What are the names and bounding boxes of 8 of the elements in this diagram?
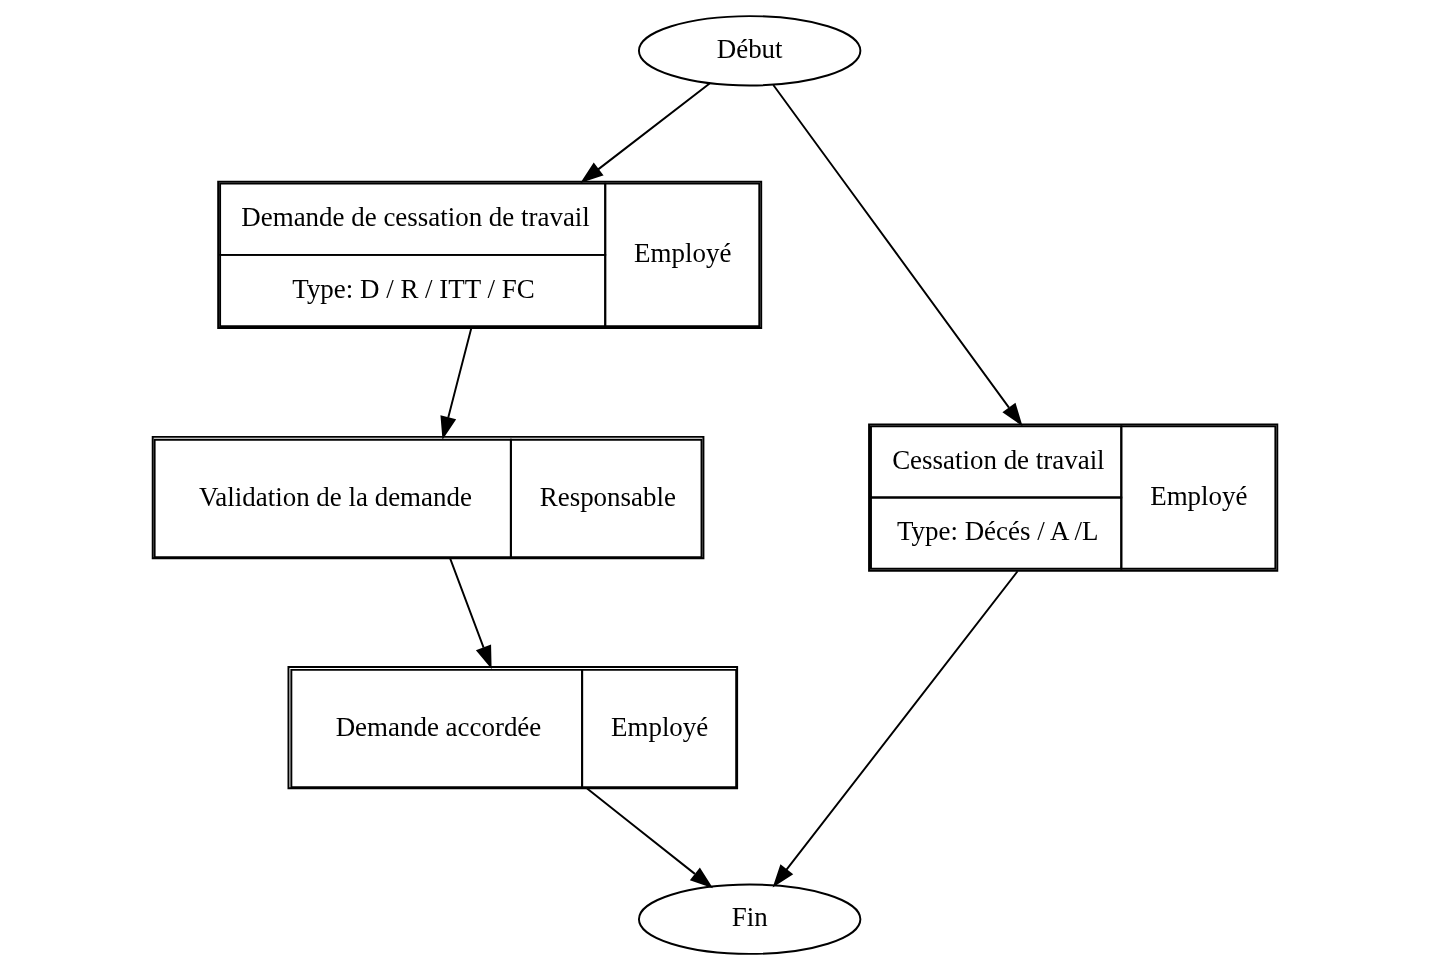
arrow — [586, 787, 713, 889]
arrow — [580, 82, 711, 184]
arrow — [440, 327, 473, 440]
arrow — [772, 84, 1023, 427]
node-ellipse: Début — [637, 15, 862, 87]
arrow — [449, 557, 492, 670]
node-ellipse: Fin — [637, 883, 862, 955]
arrow — [772, 570, 1019, 888]
